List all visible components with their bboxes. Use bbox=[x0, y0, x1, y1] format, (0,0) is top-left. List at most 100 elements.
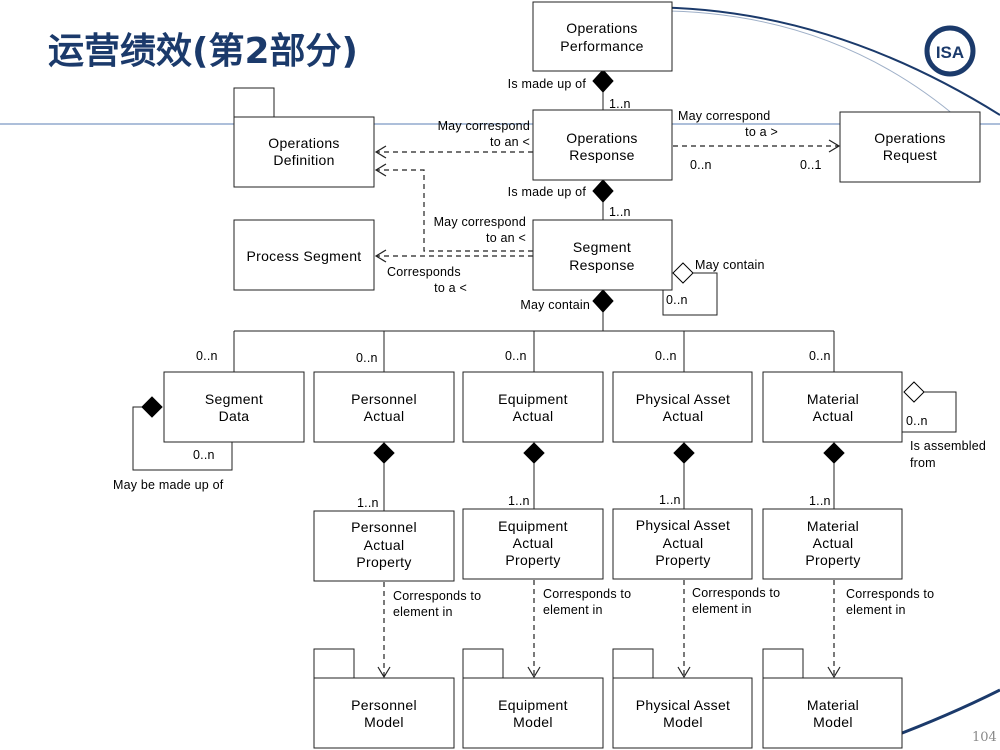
mult-1n-pers: 1..n bbox=[357, 496, 379, 510]
box-material-actual: Material Actual bbox=[762, 371, 903, 443]
svg-text:Definition: Definition bbox=[273, 152, 334, 168]
svg-text:Model: Model bbox=[813, 714, 853, 730]
box-operations-response: Operations Response bbox=[532, 109, 673, 181]
svg-text:Physical Asset: Physical Asset bbox=[636, 391, 730, 407]
box-personnel-actual-property: Personnel Actual Property bbox=[313, 510, 455, 582]
mult-0n-req-left: 0..n bbox=[690, 158, 712, 172]
label-may-correspond-an-1-l1: May correspond bbox=[438, 119, 530, 133]
svg-text:Operations: Operations bbox=[268, 135, 339, 151]
relation-labels: Is made up of 1..n May correspond to an … bbox=[113, 77, 986, 619]
label-corr-elem-pers-l2: element in bbox=[393, 605, 453, 619]
box-operations-request: Operations Request bbox=[839, 111, 981, 183]
svg-text:Operations: Operations bbox=[874, 130, 945, 146]
svg-text:Equipment: Equipment bbox=[498, 391, 568, 407]
mult-0n-equip: 0..n bbox=[505, 349, 527, 363]
svg-text:Actual: Actual bbox=[663, 408, 704, 424]
svg-text:Model: Model bbox=[364, 714, 404, 730]
svg-text:Segment: Segment bbox=[205, 391, 263, 407]
label-corresponds-to-a-l2: to a < bbox=[434, 281, 467, 295]
isa-logo-text: ISA bbox=[936, 43, 964, 62]
svg-text:Operations: Operations bbox=[566, 130, 637, 146]
label-may-correspond-an-2-l1: May correspond bbox=[434, 215, 526, 229]
box-material-actual-property: Material Actual Property bbox=[762, 508, 903, 580]
svg-text:Actual: Actual bbox=[513, 408, 554, 424]
mult-1n-phys: 1..n bbox=[659, 493, 681, 507]
svg-text:Property: Property bbox=[805, 552, 860, 568]
svg-text:Property: Property bbox=[655, 552, 710, 568]
svg-text:Model: Model bbox=[513, 714, 553, 730]
label-corr-elem-mat-l1: Corresponds to bbox=[846, 587, 934, 601]
mult-0n-phys: 0..n bbox=[655, 349, 677, 363]
svg-text:Personnel: Personnel bbox=[351, 519, 417, 535]
label-corr-elem-equip-l1: Corresponds to bbox=[543, 587, 631, 601]
box-process-segment: Process Segment bbox=[233, 219, 375, 291]
diamond-equipment-actual bbox=[523, 442, 545, 464]
svg-text:Actual: Actual bbox=[364, 408, 405, 424]
svg-text:Actual: Actual bbox=[813, 408, 854, 424]
svg-text:Request: Request bbox=[883, 147, 937, 163]
label-may-correspond-an-2-l2: to an < bbox=[486, 231, 526, 245]
package-operations-definition: Operations Definition bbox=[233, 87, 375, 188]
label-corr-elem-phys-l2: element in bbox=[692, 602, 752, 616]
box-physical-asset-actual-property: Physical Asset Actual Property bbox=[612, 508, 753, 580]
label-is-assembled-from-l2: from bbox=[910, 456, 936, 470]
slide-title: 运营绩效(第2部分) bbox=[48, 31, 358, 72]
diamond-segment-response-self bbox=[672, 262, 694, 284]
package-equipment-model: Equipment Model bbox=[462, 648, 604, 749]
svg-text:Actual: Actual bbox=[513, 535, 554, 551]
box-equipment-actual: Equipment Actual bbox=[462, 371, 604, 443]
svg-text:Actual: Actual bbox=[813, 535, 854, 551]
mult-1n-equip: 1..n bbox=[508, 494, 530, 508]
label-corr-elem-phys-l1: Corresponds to bbox=[692, 586, 780, 600]
label-made-up-of-2: Is made up of bbox=[508, 185, 587, 199]
svg-text:Performance: Performance bbox=[560, 38, 643, 54]
svg-text:Material: Material bbox=[807, 518, 859, 534]
diamond-material-actual-self bbox=[903, 381, 925, 403]
isa-logo: ISA bbox=[924, 25, 976, 77]
box-equipment-actual-property: Equipment Actual Property bbox=[462, 508, 604, 580]
diamond-material-actual bbox=[823, 442, 845, 464]
mult-1n-a: 1..n bbox=[609, 97, 631, 111]
label-corr-elem-pers-l1: Corresponds to bbox=[393, 589, 481, 603]
diamond-ops-performance bbox=[592, 69, 614, 93]
mult-0n-segdata: 0..n bbox=[196, 349, 218, 363]
label-made-up-of-1: Is made up of bbox=[508, 77, 587, 91]
composition-diamonds bbox=[141, 69, 925, 464]
connectors bbox=[132, 91, 957, 679]
label-may-correspond-an-1-l2: to an < bbox=[490, 135, 530, 149]
diamond-personnel-actual bbox=[373, 442, 395, 464]
mult-1n-mat: 1..n bbox=[809, 494, 831, 508]
svg-text:Material: Material bbox=[807, 391, 859, 407]
svg-text:Model: Model bbox=[663, 714, 703, 730]
mult-0n-pers: 0..n bbox=[356, 351, 378, 365]
diamond-segment-response bbox=[592, 289, 614, 313]
box-personnel-actual: Personnel Actual bbox=[313, 371, 455, 443]
svg-text:Equipment: Equipment bbox=[498, 697, 568, 713]
box-operations-performance: Operations Performance bbox=[532, 1, 673, 72]
svg-text:Personnel: Personnel bbox=[351, 697, 417, 713]
svg-text:Physical Asset: Physical Asset bbox=[636, 517, 730, 533]
package-material-model: Material Model bbox=[762, 648, 903, 749]
svg-text:Response: Response bbox=[569, 147, 634, 163]
svg-text:Actual: Actual bbox=[663, 535, 704, 551]
box-physical-asset-actual: Physical Asset Actual bbox=[612, 371, 753, 443]
box-segment-data: Segment Data bbox=[163, 371, 305, 443]
svg-text:Property: Property bbox=[356, 554, 411, 570]
mult-0n-mat-self: 0..n bbox=[906, 414, 928, 428]
mult-0n-self: 0..n bbox=[666, 293, 688, 307]
diamond-physical-asset-actual bbox=[673, 442, 695, 464]
svg-text:Process Segment: Process Segment bbox=[247, 248, 362, 264]
mult-0n-mat: 0..n bbox=[809, 349, 831, 363]
label-corr-elem-mat-l2: element in bbox=[846, 603, 906, 617]
svg-text:Personnel: Personnel bbox=[351, 391, 417, 407]
diamond-segment-data-self bbox=[141, 396, 163, 418]
svg-text:Equipment: Equipment bbox=[498, 518, 568, 534]
label-may-be-made-up-of: May be made up of bbox=[113, 478, 224, 492]
svg-text:Physical Asset: Physical Asset bbox=[636, 697, 730, 713]
label-corr-elem-equip-l2: element in bbox=[543, 603, 603, 617]
label-may-correspond-a-l2: to a > bbox=[745, 125, 778, 139]
page-number: 104 bbox=[972, 730, 997, 745]
label-may-correspond-a-l1: May correspond bbox=[678, 109, 770, 123]
